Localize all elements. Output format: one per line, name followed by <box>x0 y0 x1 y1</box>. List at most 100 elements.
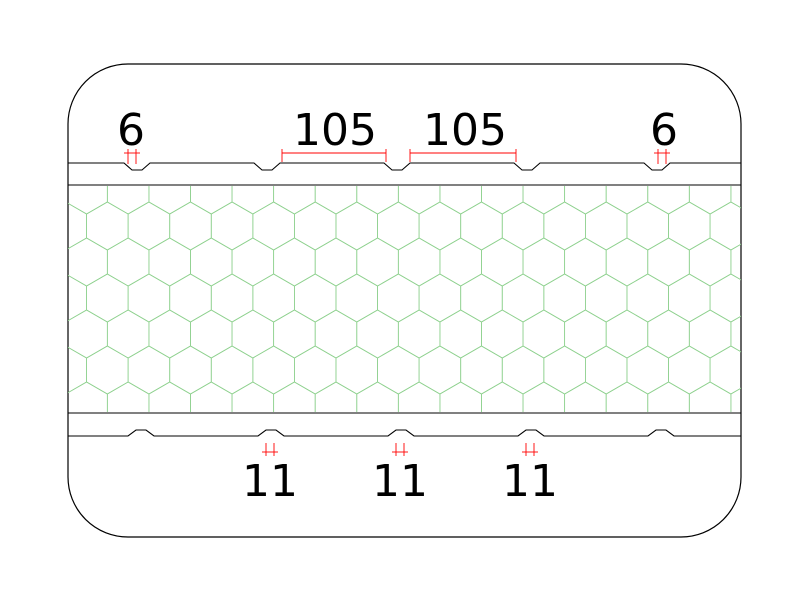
honeycomb-cell <box>170 562 212 600</box>
honeycomb-cell <box>647 237 690 287</box>
honeycomb-cell <box>0 238 24 286</box>
honeycomb-cell <box>543 273 586 323</box>
honeycomb-cell <box>439 186 482 215</box>
honeycomb-cell <box>752 562 794 600</box>
honeycomb-cell <box>544 562 586 600</box>
honeycomb-cell <box>543 201 586 251</box>
honeycomb-cell <box>3 490 45 538</box>
honeycomb-cell <box>752 274 794 322</box>
honeycomb-cell <box>253 130 295 178</box>
honeycomb-cell <box>710 418 752 466</box>
honeycomb-cell <box>731 454 773 502</box>
honeycomb-cell <box>398 526 440 574</box>
honeycomb-cell <box>294 562 336 600</box>
honeycomb-cell <box>210 201 254 251</box>
honeycomb-cell <box>668 345 711 395</box>
honeycomb-cell <box>752 490 794 538</box>
honeycomb-cell <box>440 526 482 574</box>
honeycomb-cell <box>66 454 108 502</box>
honeycomb-cell <box>232 526 274 574</box>
dimension-label-top-105-b: 105 <box>423 105 507 156</box>
honeycomb-cell <box>128 418 170 466</box>
honeycomb-cell <box>688 309 732 359</box>
honeycomb-cell <box>170 130 212 178</box>
honeycomb-cell <box>648 454 690 502</box>
honeycomb-cell <box>669 562 711 600</box>
honeycomb-cell <box>335 201 378 251</box>
honeycomb-cell <box>315 526 357 574</box>
dimension-mark-bottom-11-c <box>522 443 538 456</box>
honeycomb-cell <box>710 130 752 178</box>
honeycomb-cell <box>565 454 607 502</box>
honeycomb-cell <box>564 186 607 215</box>
honeycomb-cell <box>356 381 399 412</box>
honeycomb-cell <box>378 130 420 178</box>
honeycomb-cell <box>231 186 275 215</box>
honeycomb-cell <box>605 309 649 359</box>
honeycomb-cell <box>397 381 441 412</box>
honeycomb-cell <box>710 562 752 600</box>
honeycomb-cell <box>397 237 441 287</box>
honeycomb-cell <box>86 273 129 323</box>
honeycomb-cell <box>170 490 212 538</box>
honeycomb-cell <box>564 381 607 412</box>
honeycomb-cell <box>210 273 254 323</box>
honeycomb-cell <box>86 345 129 395</box>
honeycomb-cell <box>294 418 336 466</box>
honeycomb-cell <box>253 562 295 600</box>
honeycomb-cell <box>148 237 191 287</box>
honeycomb-cell <box>231 237 275 287</box>
honeycomb-cell <box>606 454 648 502</box>
honeycomb-cell <box>3 346 45 394</box>
honeycomb-cell <box>460 201 503 251</box>
honeycomb-cell <box>669 418 711 466</box>
honeycomb-cell <box>294 201 337 251</box>
honeycomb-cell <box>460 273 503 323</box>
honeycomb-core <box>0 130 794 600</box>
honeycomb-cell <box>210 345 254 395</box>
honeycomb-cell <box>0 454 24 502</box>
honeycomb-cell <box>522 381 566 412</box>
honeycomb-cell <box>294 490 336 538</box>
dimension-mark-top-105-b <box>409 149 517 162</box>
honeycomb-cell <box>668 273 711 323</box>
honeycomb-cell <box>190 237 233 287</box>
honeycomb-cell <box>522 309 566 359</box>
honeycomb-cell <box>3 202 45 250</box>
honeycomb-cell <box>294 273 337 323</box>
honeycomb-cell <box>68 237 108 287</box>
honeycomb-cell <box>605 381 649 412</box>
honeycomb-cell <box>502 562 544 600</box>
honeycomb-cell <box>647 309 690 359</box>
honeycomb-cell <box>688 381 732 412</box>
honeycomb-cell <box>439 237 482 287</box>
dimension-label-bottom-11-c: 11 <box>502 456 558 507</box>
honeycomb-cell <box>481 237 524 287</box>
honeycomb-cell <box>522 186 566 215</box>
honeycomb-cell <box>170 418 212 466</box>
honeycomb-cell <box>439 381 482 412</box>
honeycomb-cell <box>461 418 503 466</box>
honeycomb-cell <box>688 237 732 287</box>
honeycomb-cell <box>314 237 358 287</box>
honeycomb-cell <box>335 273 378 323</box>
honeycomb-cell <box>418 273 462 323</box>
bottom-skin-profile <box>68 429 741 437</box>
honeycomb-cell <box>24 382 66 430</box>
honeycomb-cell <box>127 273 171 323</box>
honeycomb-cell <box>68 381 108 412</box>
honeycomb-cell <box>231 381 275 412</box>
honeycomb-cell <box>501 345 545 395</box>
honeycomb-cell <box>45 562 87 600</box>
honeycomb-cell <box>68 346 87 394</box>
honeycomb-cell <box>730 243 741 281</box>
honeycomb-cell <box>252 201 295 251</box>
honeycomb-cell <box>211 562 253 600</box>
honeycomb-cell <box>3 418 45 466</box>
honeycomb-cell <box>106 237 150 287</box>
honeycomb-cell <box>605 237 649 287</box>
honeycomb-cell <box>127 201 171 251</box>
honeycomb-cell <box>0 526 24 574</box>
honeycomb-cell <box>585 562 627 600</box>
honeycomb-cell <box>626 345 669 395</box>
